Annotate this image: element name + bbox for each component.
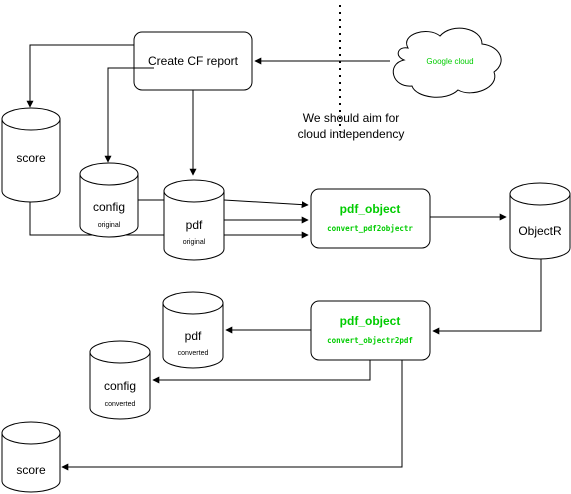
pdf-object-bottom-title: pdf_object [340,314,401,328]
google-cloud-node[interactable]: Google cloud [392,27,502,98]
score-bottom-cylinder[interactable]: score [1,421,61,493]
create-report-box[interactable]: Create CF report [133,31,253,91]
note-line-1: We should aim for [303,111,400,125]
score-bottom-label: score [16,463,46,477]
score-top-cylinder[interactable]: score [1,107,61,203]
config-top-sublabel: original [98,222,121,229]
pdf-object-top-box[interactable]: pdf_object convert_pdf2objectr [310,188,431,249]
note-line-2: cloud independency [298,127,405,141]
pdf-object-top-title: pdf_object [340,202,401,216]
google-cloud-label: Google cloud [426,57,473,66]
edge-objectr-to-pdfobject2 [432,257,542,335]
pdf-object-bottom-func: convert_objectr2pdf [327,336,413,345]
edge-pdfobject2-to-config [152,360,371,384]
pdf-top-cylinder[interactable]: pdf original [163,179,225,261]
objectr-label: ObjectR [518,224,562,238]
cloud-icon [392,27,502,98]
config-top-label: config [93,200,125,214]
pdf-bottom-cylinder[interactable]: pdf converted [162,291,224,369]
connectors [26,44,542,471]
config-top-cylinder[interactable]: config original [79,162,139,238]
edge-report-to-score [26,44,134,108]
create-report-label: Create CF report [148,54,239,68]
objectr-cylinder[interactable]: ObjectR [509,182,571,260]
config-bottom-sublabel: converted [105,401,136,408]
pdf-object-bottom-box[interactable]: pdf_object convert_objectr2pdf [310,300,431,361]
edge-report-to-config [104,67,154,163]
pdf-bottom-label: pdf [185,329,202,343]
config-bottom-cylinder[interactable]: config converted [89,340,151,420]
pdf-object-top-func: convert_pdf2objectr [327,224,413,233]
pdf-top-sublabel: original [183,239,206,246]
pdf-bottom-sublabel: converted [178,350,209,357]
edge-pdfobject2-to-score [61,360,403,471]
pdf-top-label: pdf [186,218,203,232]
score-top-label: score [16,151,46,165]
config-bottom-label: config [104,379,136,393]
